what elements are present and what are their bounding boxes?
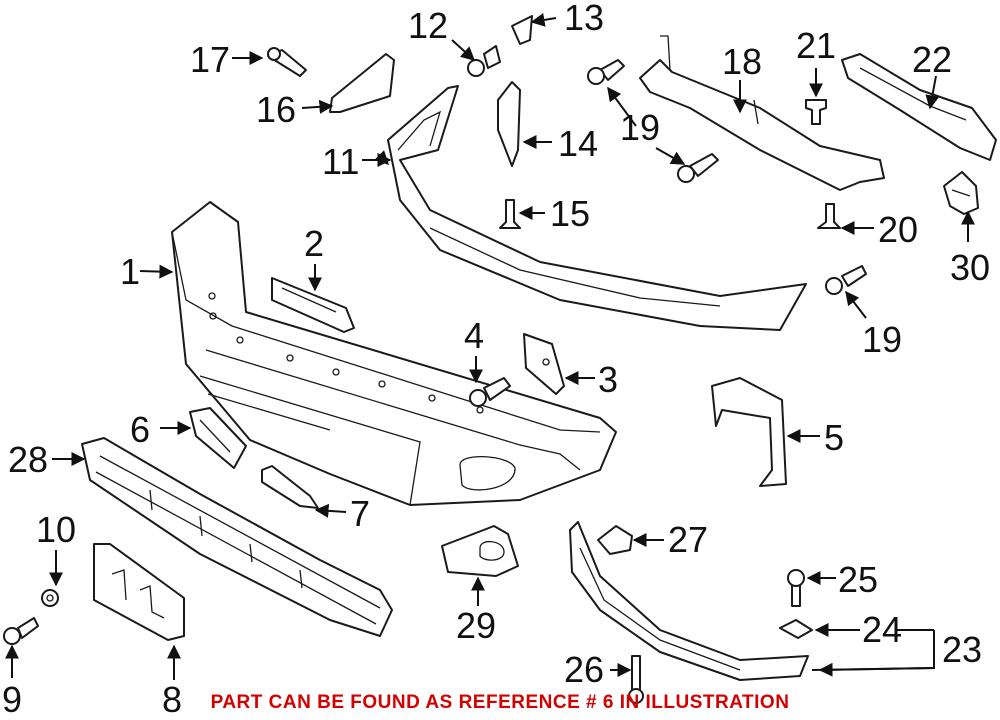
- bracket-part-3[interactable]: [523, 333, 565, 395]
- plate-bracket-part-8[interactable]: [93, 543, 185, 641]
- pin-part-15[interactable]: [499, 199, 521, 229]
- clip-part-21[interactable]: [805, 99, 827, 125]
- absorber-part-28[interactable]: [81, 437, 393, 637]
- bracket-part-5[interactable]: [711, 377, 787, 487]
- pin-part-20[interactable]: [817, 203, 841, 229]
- callout-18: 18: [722, 41, 762, 82]
- callout-26: 26: [564, 649, 604, 690]
- callout-1: 1: [120, 251, 140, 292]
- callout-17: 17: [190, 39, 230, 80]
- callout-11: 11: [322, 141, 359, 182]
- bolt-part-19-right[interactable]: [825, 265, 867, 295]
- bracket-part-16[interactable]: [329, 53, 395, 113]
- callout-15: 15: [550, 193, 590, 234]
- clip-part-27[interactable]: [597, 525, 633, 555]
- bolt-part-19-mid[interactable]: [677, 153, 719, 183]
- callout-16: 16: [256, 89, 296, 130]
- callout-5: 5: [824, 417, 844, 458]
- callout-25: 25: [838, 559, 878, 600]
- clip-part-10[interactable]: [41, 589, 59, 607]
- callout-4: 4: [464, 315, 484, 356]
- callout-13: 13: [564, 0, 604, 38]
- callout-27: 27: [668, 519, 708, 560]
- callout-28: 28: [8, 439, 48, 480]
- bolt-part-17[interactable]: [267, 47, 307, 77]
- callout-7: 7: [350, 493, 370, 534]
- bracket-part-6[interactable]: [189, 407, 247, 469]
- fog-bezel-part-29[interactable]: [441, 525, 519, 577]
- bolt-part-26[interactable]: [628, 655, 644, 704]
- callout-19-right: 19: [862, 319, 902, 360]
- callout-9: 9: [2, 679, 22, 720]
- bracket-part-30[interactable]: [943, 171, 979, 215]
- callout-2: 2: [304, 223, 324, 264]
- reinforcement-part-18[interactable]: [639, 35, 885, 191]
- bracket-part-2[interactable]: [271, 277, 355, 333]
- footer-note: PART CAN BE FOUND AS REFERENCE # 6 IN IL…: [211, 692, 790, 713]
- bolt-part-19-top[interactable]: [587, 59, 625, 85]
- callout-14: 14: [558, 123, 598, 164]
- bolt-part-25[interactable]: [787, 569, 805, 607]
- bracket-part-7[interactable]: [261, 465, 319, 509]
- upper-cover-part-11[interactable]: [387, 85, 807, 331]
- leader-lines: [4, 13, 975, 680]
- bumper-cover-part-1[interactable]: [171, 201, 617, 506]
- callout-22: 22: [912, 39, 952, 80]
- callout-30: 30: [950, 247, 990, 288]
- callout-10: 10: [36, 509, 76, 550]
- nut-part-24[interactable]: [779, 619, 813, 639]
- callout-12: 12: [408, 5, 448, 46]
- callout-19-top: 19: [620, 107, 660, 148]
- bolt-part-4[interactable]: [469, 377, 511, 407]
- clip-part-13[interactable]: [511, 15, 533, 45]
- callout-3: 3: [598, 359, 618, 400]
- callout-29: 29: [456, 605, 496, 646]
- callout-6: 6: [130, 409, 150, 450]
- callout-8: 8: [162, 679, 182, 720]
- callout-20: 20: [878, 209, 918, 250]
- deflector-part-23[interactable]: [569, 521, 809, 681]
- bolt-part-12[interactable]: [467, 45, 501, 77]
- side-bracket-part-14[interactable]: [497, 81, 521, 167]
- callout-24: 24: [862, 609, 902, 650]
- bolt-part-9[interactable]: [3, 617, 39, 645]
- callout-23: 23: [942, 629, 982, 670]
- callout-21: 21: [796, 25, 836, 66]
